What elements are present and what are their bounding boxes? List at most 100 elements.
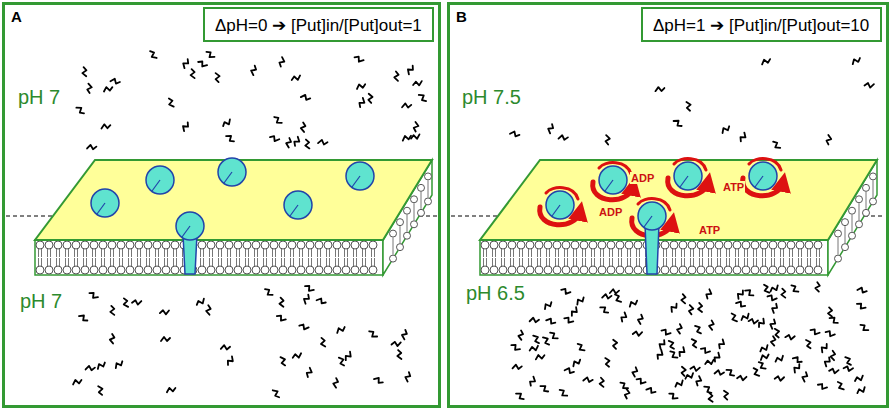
putrescine (775, 328, 780, 337)
lipid-head (751, 241, 759, 249)
putrescine (406, 65, 415, 74)
lipid-tail (347, 249, 348, 257)
putrescine (759, 345, 769, 352)
lipid-tail (717, 249, 718, 257)
lipid-tail (56, 249, 57, 257)
lipid-tail (609, 249, 610, 257)
protein (218, 158, 246, 186)
lipid-tail (501, 249, 502, 257)
putrescine (577, 342, 585, 352)
ph-label: pH 7 (18, 86, 60, 109)
putrescine (98, 386, 103, 395)
lipid-tail (495, 258, 496, 266)
lipid-head (616, 266, 624, 274)
lipid-head (697, 266, 705, 274)
lipid-head (315, 241, 323, 249)
putrescine (198, 60, 208, 69)
lipid-head (351, 241, 359, 249)
protein (749, 162, 777, 190)
putrescine (110, 306, 114, 315)
lipid-head (390, 255, 397, 262)
lipid-tail (735, 249, 736, 257)
putrescine-molecules (72, 50, 873, 402)
panel-letter: B (456, 8, 467, 25)
lipid-tail (353, 249, 354, 257)
lipid-tail (663, 249, 664, 257)
lipid-tail (167, 249, 168, 257)
lipid-tail (690, 249, 691, 257)
lipid-tail (838, 238, 839, 255)
putrescine (276, 314, 286, 323)
protein (146, 166, 174, 194)
lipid-tail (164, 258, 165, 266)
putrescine (293, 137, 301, 147)
lipid-tail (421, 192, 422, 209)
putrescine (86, 366, 95, 371)
lipid-tail (666, 249, 667, 257)
putrescine (770, 336, 776, 346)
lipid-head (814, 266, 822, 274)
lipid-tail (762, 258, 763, 266)
lipid-tail (729, 249, 730, 257)
lipid-tail (780, 258, 781, 266)
lipid-tail (708, 249, 709, 257)
putrescine (564, 316, 574, 325)
lipid-tail (866, 192, 867, 209)
lipid-tail (230, 249, 231, 257)
lipid-head (369, 266, 377, 274)
putrescine (336, 326, 346, 333)
lipid-tail (753, 258, 754, 266)
lipid-tail (600, 249, 601, 257)
lipid-head (117, 241, 125, 249)
lipid-tail (771, 258, 772, 266)
lipid-tail (582, 258, 583, 266)
lipid-tail (365, 258, 366, 266)
lipid-head (135, 241, 143, 249)
proteins (91, 158, 777, 274)
putrescine (561, 287, 571, 295)
protein (176, 212, 204, 240)
putrescine (864, 82, 874, 88)
lipid-head (144, 266, 152, 274)
lipid-tail (218, 258, 219, 266)
lipid-head (580, 266, 588, 274)
lipid-tail (122, 258, 123, 266)
lipid-tail (555, 258, 556, 266)
lipid-head (805, 241, 813, 249)
lipid-tail (338, 258, 339, 266)
lipid-head (342, 266, 350, 274)
lipid-tail (140, 249, 141, 257)
lipid-tail (344, 258, 345, 266)
membrane (480, 160, 877, 275)
lipid-tail (816, 258, 817, 266)
lipid-tail (248, 249, 249, 257)
putrescine (114, 360, 124, 368)
lipid-tail (735, 258, 736, 266)
putrescine (572, 359, 582, 367)
putrescine (278, 57, 286, 67)
lipid-tail (744, 258, 745, 266)
putrescine (160, 310, 169, 314)
lipid-head (270, 266, 278, 274)
lipid-tail (576, 249, 577, 257)
putrescine (344, 352, 353, 361)
lipid-tail (173, 258, 174, 266)
lipid-head (562, 241, 570, 249)
lipid-head (670, 266, 678, 274)
lipid-tail (711, 249, 712, 257)
putrescine (767, 294, 777, 302)
putrescine (633, 331, 642, 336)
protein-notch (605, 180, 613, 191)
putrescine (758, 361, 766, 371)
lipid-head (397, 244, 404, 251)
lipid-tail (335, 258, 336, 266)
lipid-tail (798, 258, 799, 266)
lipid-head (404, 232, 411, 239)
lipid-tail (374, 249, 375, 257)
lipid-tail (621, 249, 622, 257)
putrescine (772, 140, 780, 150)
lipid-tail (230, 258, 231, 266)
lipid-tail (519, 249, 520, 257)
lipid-tail (281, 258, 282, 266)
lipid-tail (221, 258, 222, 266)
